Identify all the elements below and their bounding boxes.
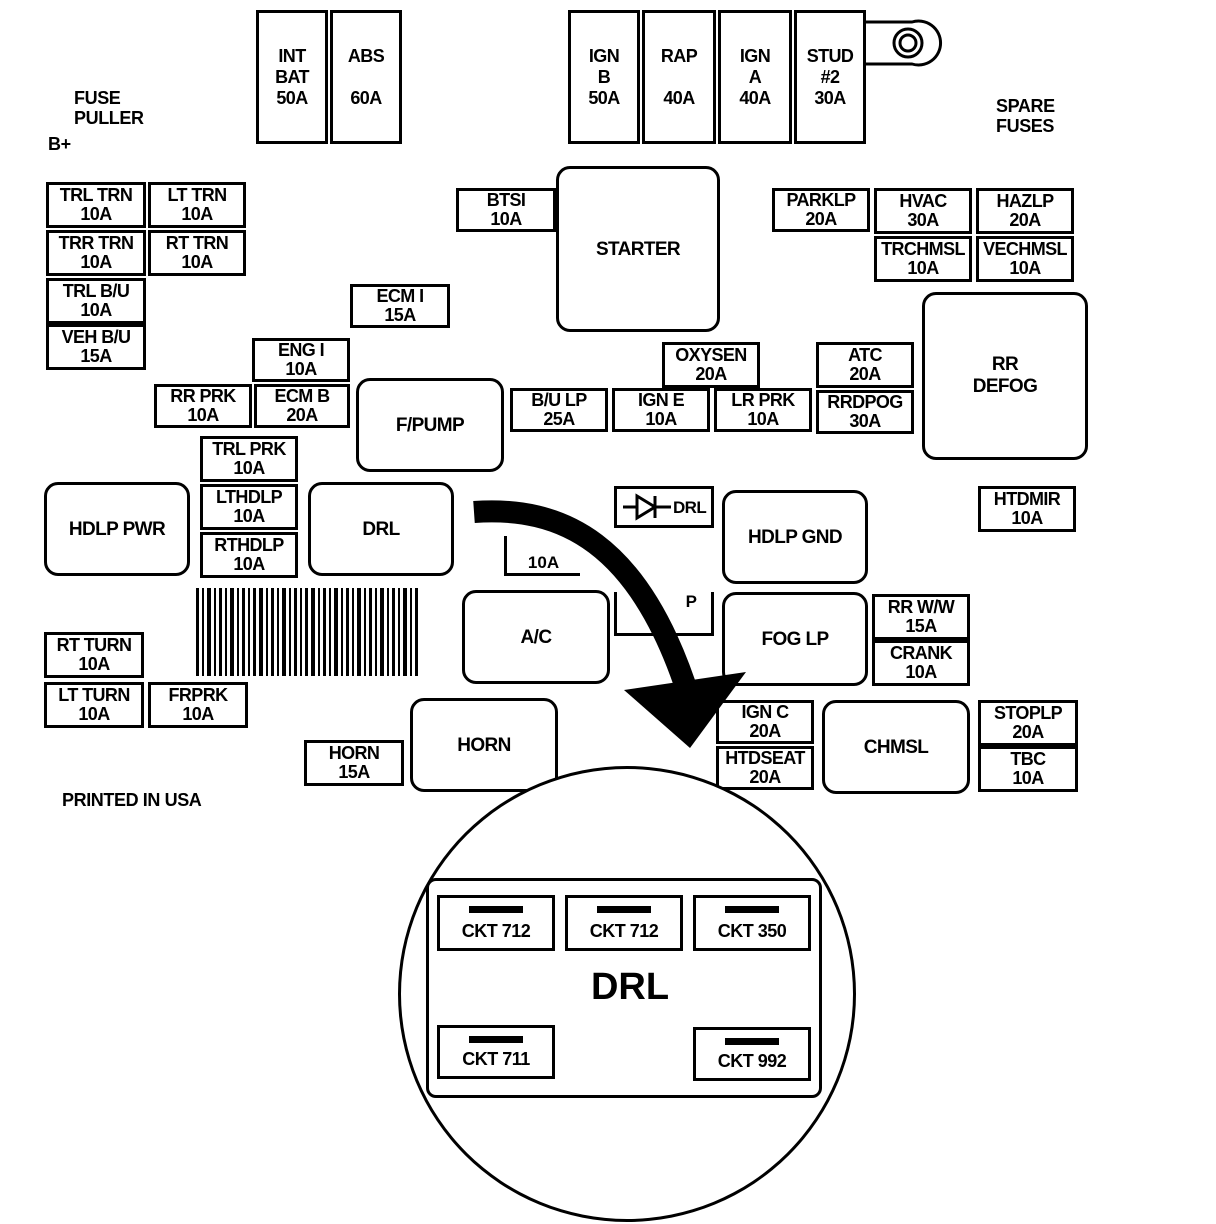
fuse-rt-turn[interactable]: RT TURN 10A [44, 632, 144, 678]
b-plus-label: B+ [48, 134, 71, 154]
fuse-frprk[interactable]: FRPRK 10A [148, 682, 248, 728]
relay-chmsl[interactable]: CHMSL [822, 700, 970, 794]
inset-title: DRL [590, 966, 670, 1008]
fuse-hvac[interactable]: HVAC 30A [874, 188, 972, 234]
fuse-partial-hidden-2: P [614, 592, 714, 636]
fuse-rrdpog[interactable]: RRDPOG 30A [816, 390, 914, 434]
fuse-partial-letter: P [685, 592, 697, 611]
fuse-bu-lp[interactable]: B/U LP 25A [510, 388, 608, 432]
cavity-label: CKT 711 [462, 1049, 530, 1069]
terminal-bar [469, 906, 523, 913]
fuse-rr-prk[interactable]: RR PRK 10A [154, 384, 252, 428]
printed-in-usa-label: PRINTED IN USA [62, 790, 202, 810]
relay-starter[interactable]: STARTER [556, 166, 720, 332]
fuse-crank[interactable]: CRANK 10A [872, 640, 970, 686]
fuse-hazlp[interactable]: HAZLP 20A [976, 188, 1074, 234]
fuse-horn[interactable]: HORN 15A [304, 740, 404, 786]
relay-ac[interactable]: A/C [462, 590, 610, 684]
fuse-lt-turn[interactable]: LT TURN 10A [44, 682, 144, 728]
fuse-vechmsl[interactable]: VECHMSL 10A [976, 236, 1074, 282]
drl-diode-label: DRL [673, 497, 707, 517]
fuse-ign-a[interactable]: IGN A 40A [718, 10, 792, 144]
relay-f-pump[interactable]: F/PUMP [356, 378, 504, 472]
cavity-ckt-992[interactable]: CKT 992 [693, 1027, 811, 1081]
cavity-ckt-350[interactable]: CKT 350 [693, 895, 811, 951]
cavity-label: CKT 712 [589, 921, 659, 941]
relay-hdlp-gnd[interactable]: HDLP GND [722, 490, 868, 584]
fuse-rr-ww[interactable]: RR W/W 15A [872, 594, 970, 640]
terminal-bar [725, 1038, 779, 1045]
fuse-ign-e[interactable]: IGN E 10A [612, 388, 710, 432]
spare-fuses-label: SPARE FUSES [996, 96, 1055, 136]
fuse-lr-prk[interactable]: LR PRK 10A [714, 388, 812, 432]
terminal-bar [469, 1036, 523, 1043]
cavity-ckt-712-a[interactable]: CKT 712 [437, 895, 555, 951]
relay-rr-defog[interactable]: RR DEFOG [922, 292, 1088, 460]
fuse-ecm-b[interactable]: ECM B 20A [254, 384, 350, 428]
fuse-trchmsl[interactable]: TRCHMSL 10A [874, 236, 972, 282]
drl-connector: CKT 712 CKT 712 CKT 350 CKT 711 CKT 992 [426, 878, 822, 1098]
fuse-lthdlp[interactable]: LTHDLP 10A [200, 484, 298, 530]
fuse-htdmir[interactable]: HTDMIR 10A [978, 486, 1076, 532]
barcode [196, 588, 418, 676]
fuse-partial-amp: 10A [527, 553, 560, 572]
fuse-trl-trn[interactable]: TRL TRN 10A [46, 182, 146, 228]
fuse-int-bat[interactable]: INT BAT 50A [256, 10, 328, 144]
cavity-ckt-711[interactable]: CKT 711 [437, 1025, 555, 1079]
fuse-partial-hidden: 10A [504, 536, 580, 576]
cavity-label: CKT 712 [461, 921, 531, 941]
fuse-rthdlp[interactable]: RTHDLP 10A [200, 532, 298, 578]
fuse-ign-c[interactable]: IGN C 20A [716, 700, 814, 744]
fuse-tbc[interactable]: TBC 10A [978, 746, 1078, 792]
relay-drl[interactable]: DRL [308, 482, 454, 576]
diode-icon [623, 493, 671, 521]
fuse-rt-trn[interactable]: RT TRN 10A [148, 230, 246, 276]
relay-horn[interactable]: HORN [410, 698, 558, 792]
terminal-bar [597, 906, 651, 913]
drl-diode[interactable]: DRL [614, 486, 714, 528]
fuse-atc[interactable]: ATC 20A [816, 342, 914, 388]
fuse-parklp[interactable]: PARKLP 20A [772, 188, 870, 232]
fuse-trl-bu[interactable]: TRL B/U 10A [46, 278, 146, 324]
ground-stud-icon [866, 19, 943, 67]
fuse-btsi[interactable]: BTSI 10A [456, 188, 556, 232]
fuse-puller-label: FUSE PULLER [74, 88, 144, 128]
fuse-ign-b[interactable]: IGN B 50A [568, 10, 640, 144]
relay-fog-lp[interactable]: FOG LP [722, 592, 868, 686]
fuse-htdseat[interactable]: HTDSEAT 20A [716, 746, 814, 790]
fuse-lt-trn[interactable]: LT TRN 10A [148, 182, 246, 228]
terminal-bar [725, 906, 779, 913]
fuse-veh-bu[interactable]: VEH B/U 15A [46, 324, 146, 370]
cavity-ckt-712-b[interactable]: CKT 712 [565, 895, 683, 951]
fuse-rap[interactable]: RAP 40A [642, 10, 716, 144]
fuse-stud-2[interactable]: STUD #2 30A [794, 10, 866, 144]
fuse-trr-trn[interactable]: TRR TRN 10A [46, 230, 146, 276]
fuse-abs[interactable]: ABS 60A [330, 10, 402, 144]
fuse-stoplp[interactable]: STOPLP 20A [978, 700, 1078, 746]
relay-hdlp-pwr[interactable]: HDLP PWR [44, 482, 190, 576]
fuse-ecm-i[interactable]: ECM I 15A [350, 284, 450, 328]
cavity-label: CKT 350 [717, 921, 787, 941]
fuse-trl-prk[interactable]: TRL PRK 10A [200, 436, 298, 482]
cavity-label: CKT 992 [717, 1051, 787, 1071]
fuse-oxysen[interactable]: OXYSEN 20A [662, 342, 760, 388]
fuse-eng-i[interactable]: ENG I 10A [252, 338, 350, 382]
